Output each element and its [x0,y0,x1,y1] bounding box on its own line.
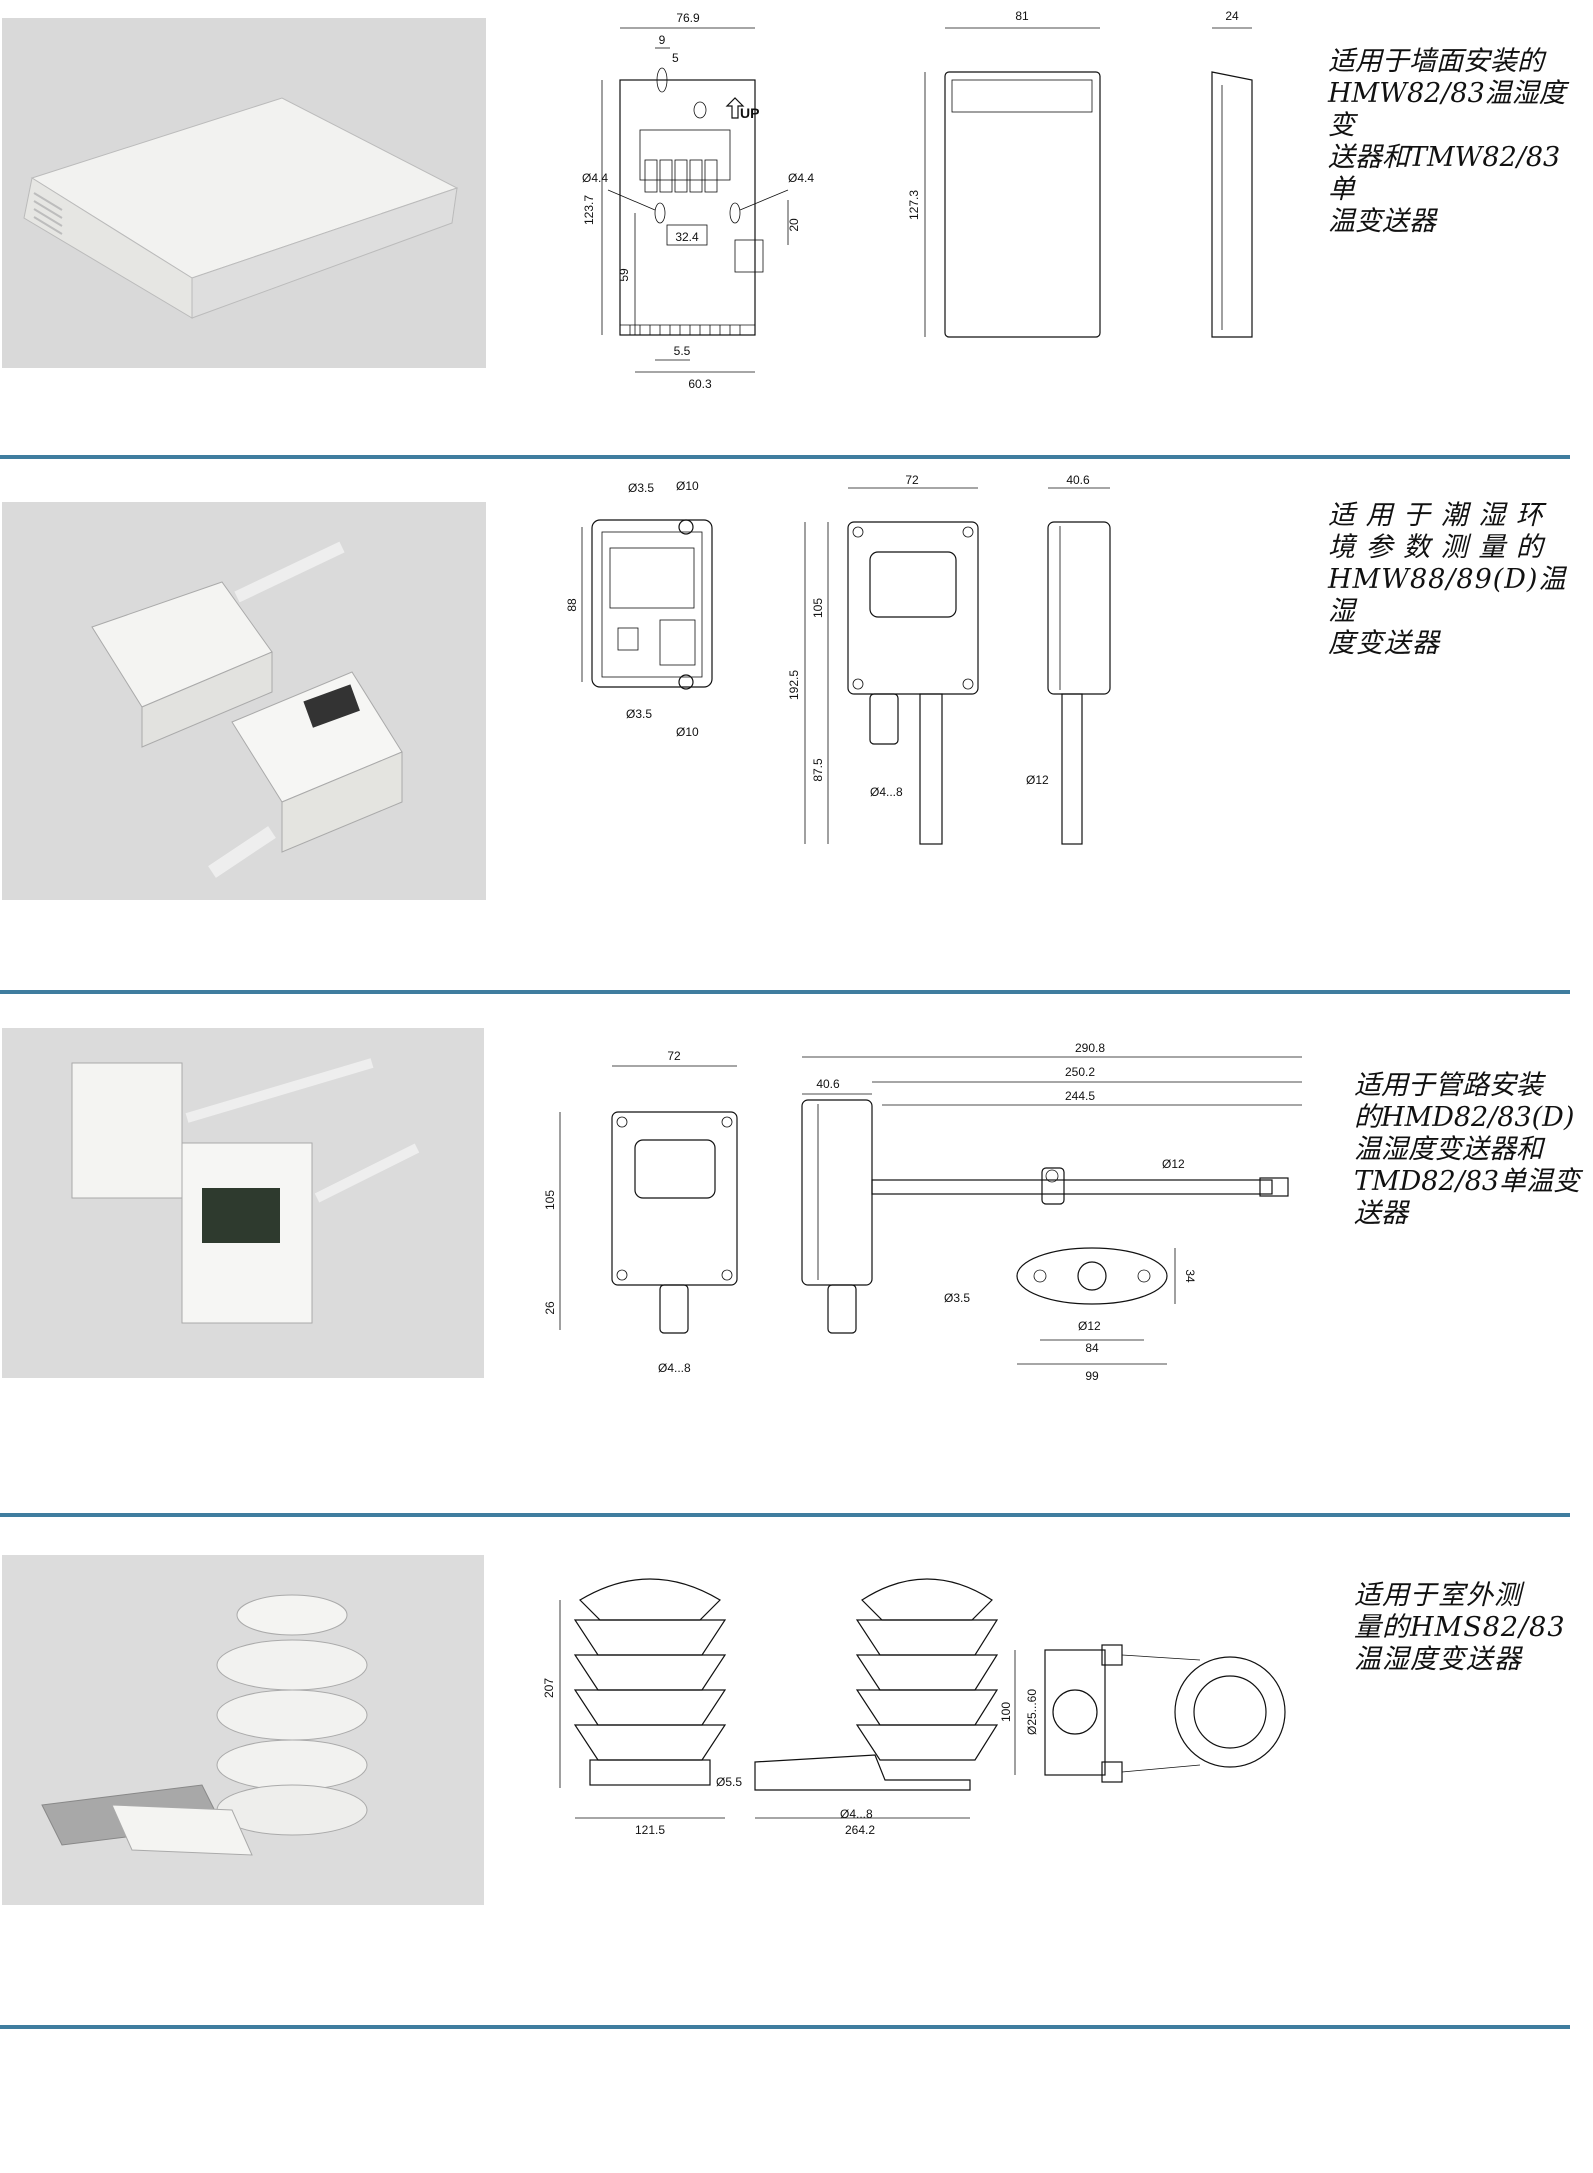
up-arrow-label: UP [740,105,759,121]
section-divider-4 [0,2025,1570,2029]
dim-72: 72 [905,473,919,487]
dim-264-2: 264.2 [845,1823,875,1837]
dim-100: 100 [999,1702,1013,1722]
dim-side-40-6: 40.6 [1066,473,1090,487]
dim-d10-bottom: Ø10 [676,725,699,739]
dimension-drawing-outdoor: 207 Ø5.5 121.5 Ø4...8 264.2 [540,1520,1340,1900]
dim-height-123-7: 123.7 [582,195,596,225]
product-section-duct: 72 105 26 Ø4...8 290.8 40.6 250.2 244.5 … [0,1000,1593,1520]
dim-5-5: 5.5 [674,344,691,358]
dim-59: 59 [617,268,631,282]
dim-87-5: 87.5 [811,758,825,782]
dim-20: 20 [787,218,801,232]
dim-front-127-3: 127.3 [907,190,921,220]
product-photo-outdoor-transmitter [2,1555,484,1905]
product-photo-humid-transmitter [2,502,486,900]
dim-cable-humid: Ø4...8 [870,785,903,799]
dim-d12-probe: Ø12 [1162,1157,1185,1171]
product-photo-wall-transmitter [2,18,486,368]
dimension-drawing-humid: Ø3.5 Ø10 88 Ø3.5 Ø10 72 105 192.5 87.5 Ø… [540,460,1160,880]
dim-84: 84 [1085,1341,1099,1355]
section-divider-3 [0,1513,1570,1517]
dim-9: 9 [659,33,666,47]
dim-121-5: 121.5 [635,1823,665,1837]
dim-d35-top: Ø3.5 [628,481,654,495]
dim-88: 88 [565,598,579,612]
description-duct: 适用于管路安装 的HMD82/83(D) 温湿度变送器和 TMD82/83单温变… [1354,1070,1581,1229]
dim-d12-flange: Ø12 [1078,1319,1101,1333]
description-humid: 适 用 于 潮 湿 环 境 参 数 测 量 的 HMW88/89(D)温湿 度变… [1328,500,1567,659]
dim-60-3: 60.3 [688,377,712,391]
dim-99: 99 [1085,1369,1099,1383]
dim-d35-flange: Ø3.5 [944,1291,970,1305]
dim-105: 105 [811,598,825,618]
dim-105-duct: 105 [543,1190,557,1210]
dim-244-5: 244.5 [1065,1089,1095,1103]
dim-5: 5 [672,51,679,65]
description-wall: 适用于墙面安装的 HMW82/83温湿度变 送器和TMW82/83单 温变送器 [1328,46,1566,237]
dim-26: 26 [543,1301,557,1315]
dim-192-5: 192.5 [787,670,801,700]
dim-d55: Ø5.5 [716,1775,742,1789]
dim-d12-humid: Ø12 [1026,773,1049,787]
dim-width-76-9: 76.9 [676,11,700,25]
dim-front-81: 81 [1015,9,1029,23]
dim-side-24: 24 [1225,9,1239,23]
dim-207: 207 [542,1678,556,1698]
section-divider-2 [0,990,1570,994]
dim-72-duct: 72 [667,1049,681,1063]
description-outdoor: 适用于室外测 量的HMS82/83 温湿度变送器 [1354,1580,1566,1675]
dim-hole-right: Ø4.4 [788,171,814,185]
dim-cable-duct: Ø4...8 [658,1361,691,1375]
dim-cable-outdoor: Ø4...8 [840,1807,873,1821]
dim-d35-bottom: Ø3.5 [626,707,652,721]
dim-250-2: 250.2 [1065,1065,1095,1079]
dimension-drawing-duct: 72 105 26 Ø4...8 290.8 40.6 250.2 244.5 … [540,1000,1340,1420]
dimension-drawing-wall: 76.9 9 5 123.7 59 Ø4.4 Ø4.4 UP 20 32.4 5… [540,0,1300,400]
dim-32-4: 32.4 [675,230,699,244]
section-divider-1 [0,455,1570,459]
product-section-humid: Ø3.5 Ø10 88 Ø3.5 Ø10 72 105 192.5 87.5 Ø… [0,460,1593,1000]
dim-40-6: 40.6 [816,1077,840,1091]
dim-290-8: 290.8 [1075,1041,1105,1055]
product-section-wall: 76.9 9 5 123.7 59 Ø4.4 Ø4.4 UP 20 32.4 5… [0,0,1593,460]
dim-34: 34 [1183,1269,1197,1283]
dim-d25-60: Ø25...60 [1025,1689,1039,1735]
dim-d10-top: Ø10 [676,479,699,493]
product-section-outdoor: 207 Ø5.5 121.5 Ø4...8 264.2 [0,1520,1593,2080]
product-photo-duct-transmitter [2,1028,484,1378]
dim-hole-left: Ø4.4 [582,171,608,185]
